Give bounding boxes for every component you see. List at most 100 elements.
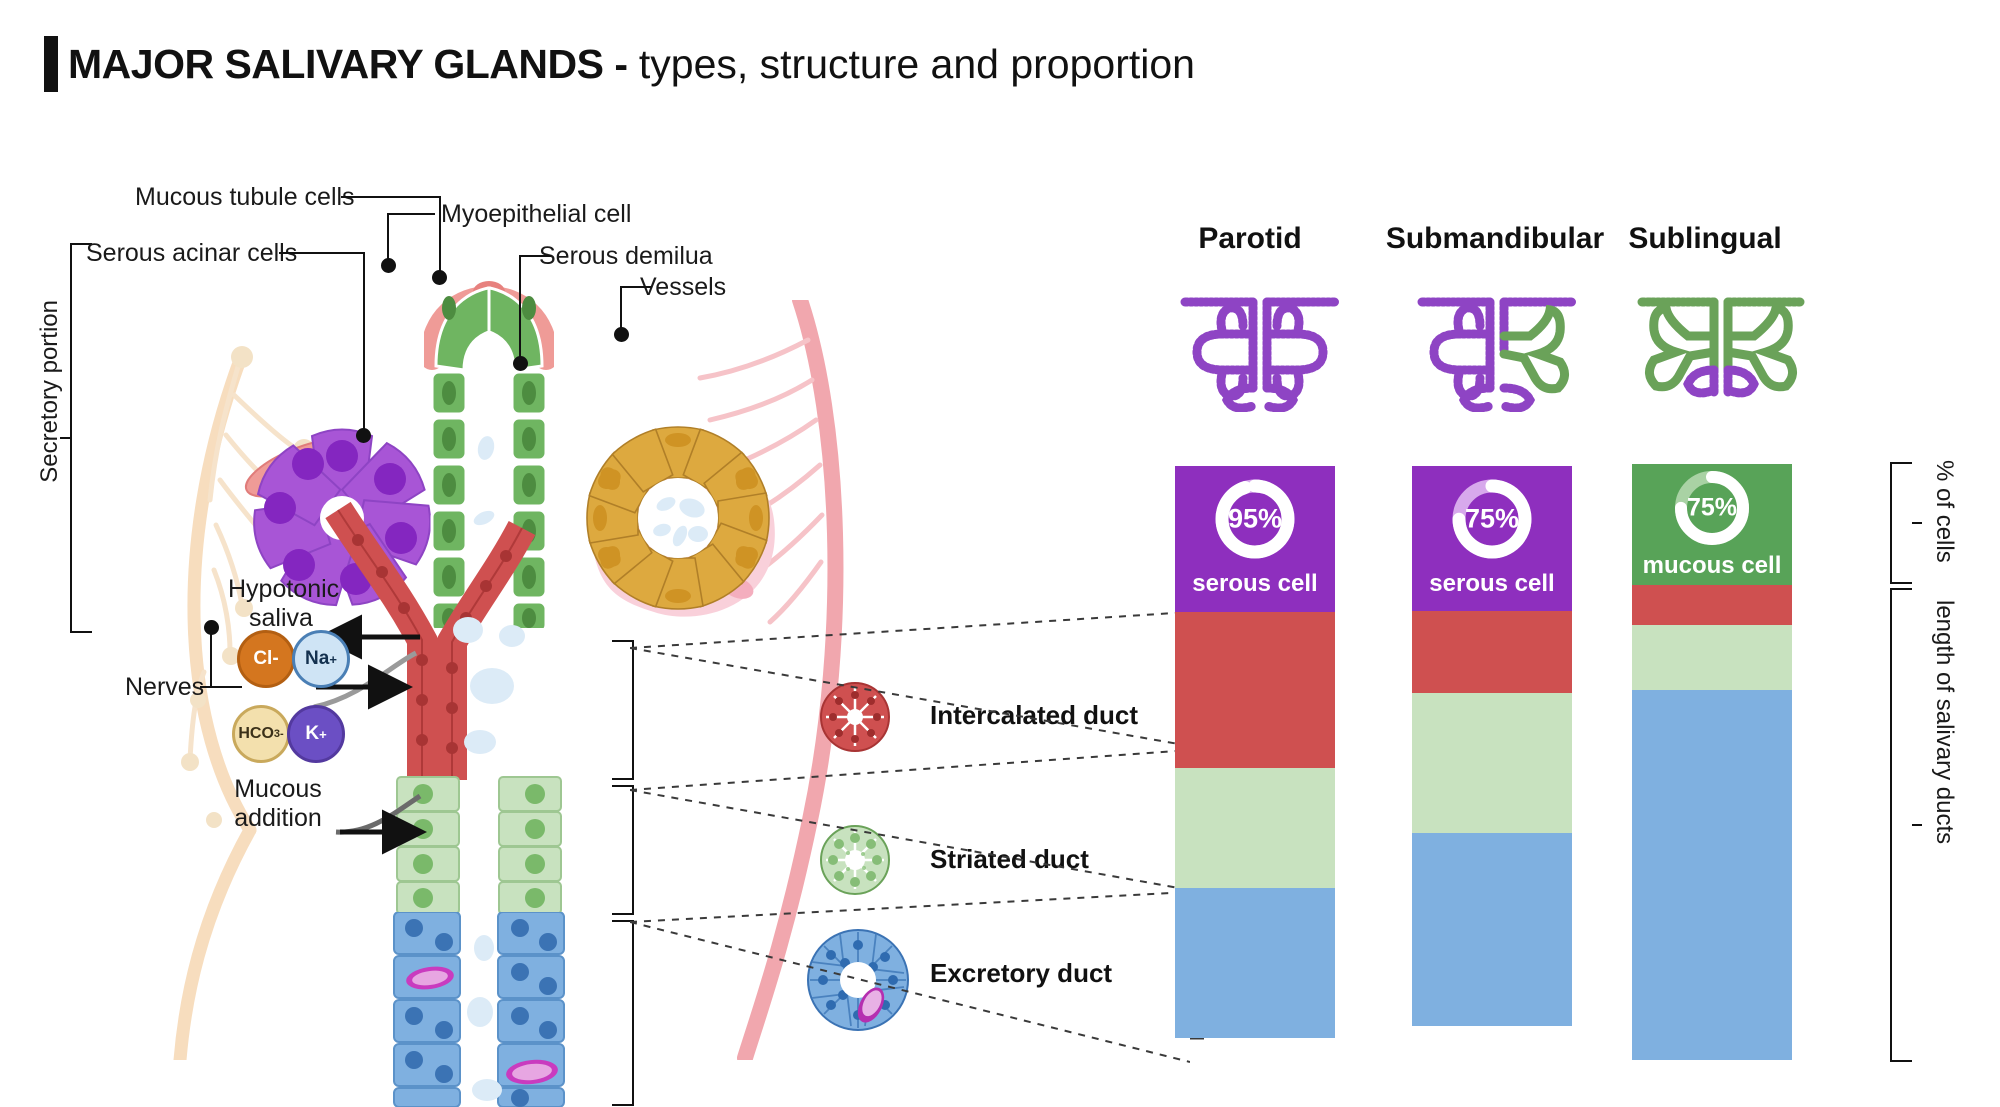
bar-submandibular-striated: [1412, 693, 1572, 833]
page-title-strong: MAJOR SALIVARY GLANDS -: [68, 41, 628, 87]
parotid-percent: 95%: [1227, 503, 1283, 534]
parotid-donut-wrap: 95% serous cell: [1175, 474, 1335, 598]
bar-parotid-intercalated: [1175, 612, 1335, 768]
ion-chip-chloride: Cl-: [237, 630, 295, 688]
ion-chip-potassium-sup: +: [319, 726, 327, 742]
leader-mucous-tubule-v: [439, 196, 441, 276]
secretory-portion-bracket: [60, 243, 92, 633]
label-hypotonic-saliva: Hypotonic saliva: [228, 575, 340, 633]
mucous-acinus-illustration: [586, 426, 775, 617]
ion-chip-sodium-sup: +: [329, 651, 337, 667]
anchor-serous-demilua: [513, 356, 528, 371]
bar-submandibular-excretory: [1412, 833, 1572, 1026]
connector-dash-lines: [630, 611, 1190, 1063]
label-serous-demilua: Serous demilua: [539, 242, 713, 270]
bar-parotid-cell-block: 95% serous cell: [1175, 466, 1335, 612]
ion-chip-bicarbonate-label: HCO: [238, 725, 274, 742]
sublingual-percent: 75%: [1686, 493, 1738, 522]
ion-chip-sodium: Na+: [292, 630, 350, 688]
leader-serous-acinar-h: [279, 252, 365, 254]
leader-vessels-v: [620, 286, 622, 333]
bar-submandibular-cell-block: 75% serous cell: [1412, 466, 1572, 611]
leader-mucous-tubule-h: [341, 196, 441, 198]
bar-parotid-excretory: [1175, 888, 1335, 1038]
duct-legend-intercalated-label: Intercalated duct: [930, 700, 1139, 730]
secretory-portion-label: Secretory portion: [36, 300, 63, 483]
gland-header-parotid: Parotid: [1198, 222, 1302, 255]
submandibular-donut-wrap: 75% serous cell: [1412, 474, 1572, 598]
bar-sublingual: 75% mucous cell: [1632, 464, 1792, 1060]
percent-of-cells-bracket: [1890, 462, 1922, 584]
label-mucous-addition: Mucous addition: [222, 775, 334, 833]
excretory-duct-bracket: [612, 920, 634, 1106]
duct-legend-excretory-label: Excretory duct: [930, 958, 1113, 988]
ion-chip-sodium-label: Na: [305, 648, 330, 669]
label-hypotonic-saliva-line2: saliva: [249, 603, 313, 632]
mucous-addition-arrow: [335, 793, 427, 855]
leader-serous-demilua-h: [519, 255, 551, 257]
label-mucous-tubule-cells: Mucous tubule cells: [135, 183, 355, 211]
sublingual-donut-wrap: 75% mucous cell: [1632, 466, 1792, 580]
leader-vessels-h: [620, 286, 652, 288]
parotid-donut: 95%: [1210, 474, 1300, 564]
label-mucous-addition-line2: addition: [234, 803, 322, 832]
ion-chip-chloride-label: Cl-: [253, 648, 279, 669]
title-accent-bar: [44, 36, 58, 92]
page-title: MAJOR SALIVARY GLANDS - types, structure…: [68, 36, 1195, 92]
anchor-vessels: [614, 327, 629, 342]
sublingual-donut: 75%: [1670, 466, 1754, 550]
bar-parotid-striated: [1175, 768, 1335, 888]
ion-chip-potassium: K+: [287, 705, 345, 763]
gland-header-submandibular: Submandibular: [1385, 222, 1605, 255]
intercalated-duct-cross-section-icon: [820, 682, 890, 752]
leader-nerves-h: [200, 686, 242, 688]
anchor-nerves: [204, 620, 219, 635]
label-nerves: Nerves: [125, 673, 205, 701]
striated-duct-cross-section-icon: [820, 825, 890, 895]
label-serous-acinar-cells: Serous acinar cells: [86, 239, 298, 267]
ion-chip-bicarbonate-sup: 3-: [273, 728, 284, 740]
bar-sublingual-intercalated: [1632, 585, 1792, 625]
serous-acinus-illustration: [244, 428, 432, 607]
leader-nerves-v: [210, 626, 212, 688]
leader-serous-demilua-v: [519, 255, 521, 363]
percent-of-cells-label: % of cells: [1931, 460, 1958, 563]
anchor-myoepithelial: [381, 258, 396, 273]
ion-secretion-arrow: [313, 650, 418, 710]
intercalated-duct-bracket: [612, 640, 634, 780]
excretory-duct-cross-section-icon: [807, 929, 909, 1031]
bar-submandibular-intercalated: [1412, 611, 1572, 693]
label-mucous-addition-line1: Mucous: [234, 775, 322, 803]
excretory-duct-illustration: [393, 912, 565, 1107]
page-title-light: types, structure and proportion: [627, 41, 1195, 87]
leader-myoepithelial-h: [387, 213, 435, 215]
submandibular-donut: 75%: [1447, 474, 1537, 564]
bar-sublingual-striated: [1632, 625, 1792, 690]
label-myoepithelial-cell: Myoepithelial cell: [441, 200, 632, 228]
submandibular-percent: 75%: [1464, 503, 1520, 534]
parotid-cell-type: serous cell: [1192, 570, 1318, 597]
saliva-droplets: [453, 617, 525, 754]
submandibular-acinus-schematic: [1417, 297, 1577, 412]
bar-parotid: 95% serous cell: [1175, 466, 1335, 1078]
striated-duct-bracket: [612, 785, 634, 915]
submandibular-cell-type: serous cell: [1429, 570, 1555, 597]
leader-myoepithelial-v: [387, 213, 389, 265]
gland-header-sublingual: Sublingual: [1628, 222, 1782, 255]
leader-serous-acinar-v: [363, 252, 365, 434]
anchor-serous-acinar: [356, 428, 371, 443]
anchor-mucous-tubule: [432, 270, 447, 285]
parotid-acinus-schematic: [1180, 297, 1340, 412]
bar-sublingual-cell-block: 75% mucous cell: [1632, 464, 1792, 585]
ion-chip-potassium-label: K: [305, 723, 320, 744]
length-of-ducts-bracket: [1890, 588, 1922, 1062]
intercalated-duct-illustration: [325, 501, 536, 780]
sublingual-cell-type: mucous cell: [1642, 552, 1782, 579]
sublingual-acinus-schematic: [1637, 297, 1805, 398]
duct-legend-striated-label: Striated duct: [930, 844, 1089, 874]
bar-sublingual-excretory: [1632, 690, 1792, 1060]
hypotonic-arrow: [317, 614, 420, 660]
label-hypotonic-saliva-line1: Hypotonic: [228, 575, 340, 603]
label-vessels: Vessels: [640, 273, 727, 301]
